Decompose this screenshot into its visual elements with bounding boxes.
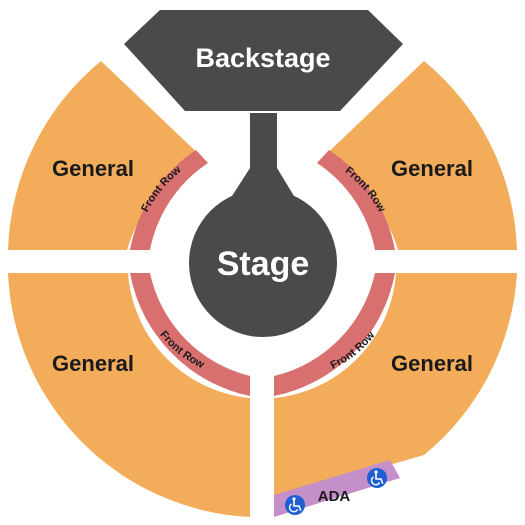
front-row-section-bottom-left[interactable] [130,273,250,396]
front-row-section-bottom-right[interactable] [274,273,395,396]
stage-runway [232,113,294,196]
backstage-area [124,10,403,111]
stage-label: Stage [217,245,310,283]
stage-area [189,189,337,337]
ada-label: ADA [318,488,351,505]
general-label-bottom-right: General [391,351,473,376]
general-label-bottom-left: General [52,351,134,376]
general-section-bottom-right[interactable] [274,273,517,498]
general-label-top-left: General [52,156,134,181]
front-row-section-top-right[interactable] [317,150,395,250]
front-row-section-top-left[interactable] [130,150,208,250]
general-section-top-right[interactable] [318,61,517,250]
wheelchair-icon [285,495,305,515]
general-section-top-left[interactable] [8,61,207,250]
general-section-bottom-left[interactable] [8,273,250,517]
general-label-top-right: General [391,156,473,181]
backstage-label: Backstage [195,43,330,73]
wheelchair-icon [367,468,387,488]
